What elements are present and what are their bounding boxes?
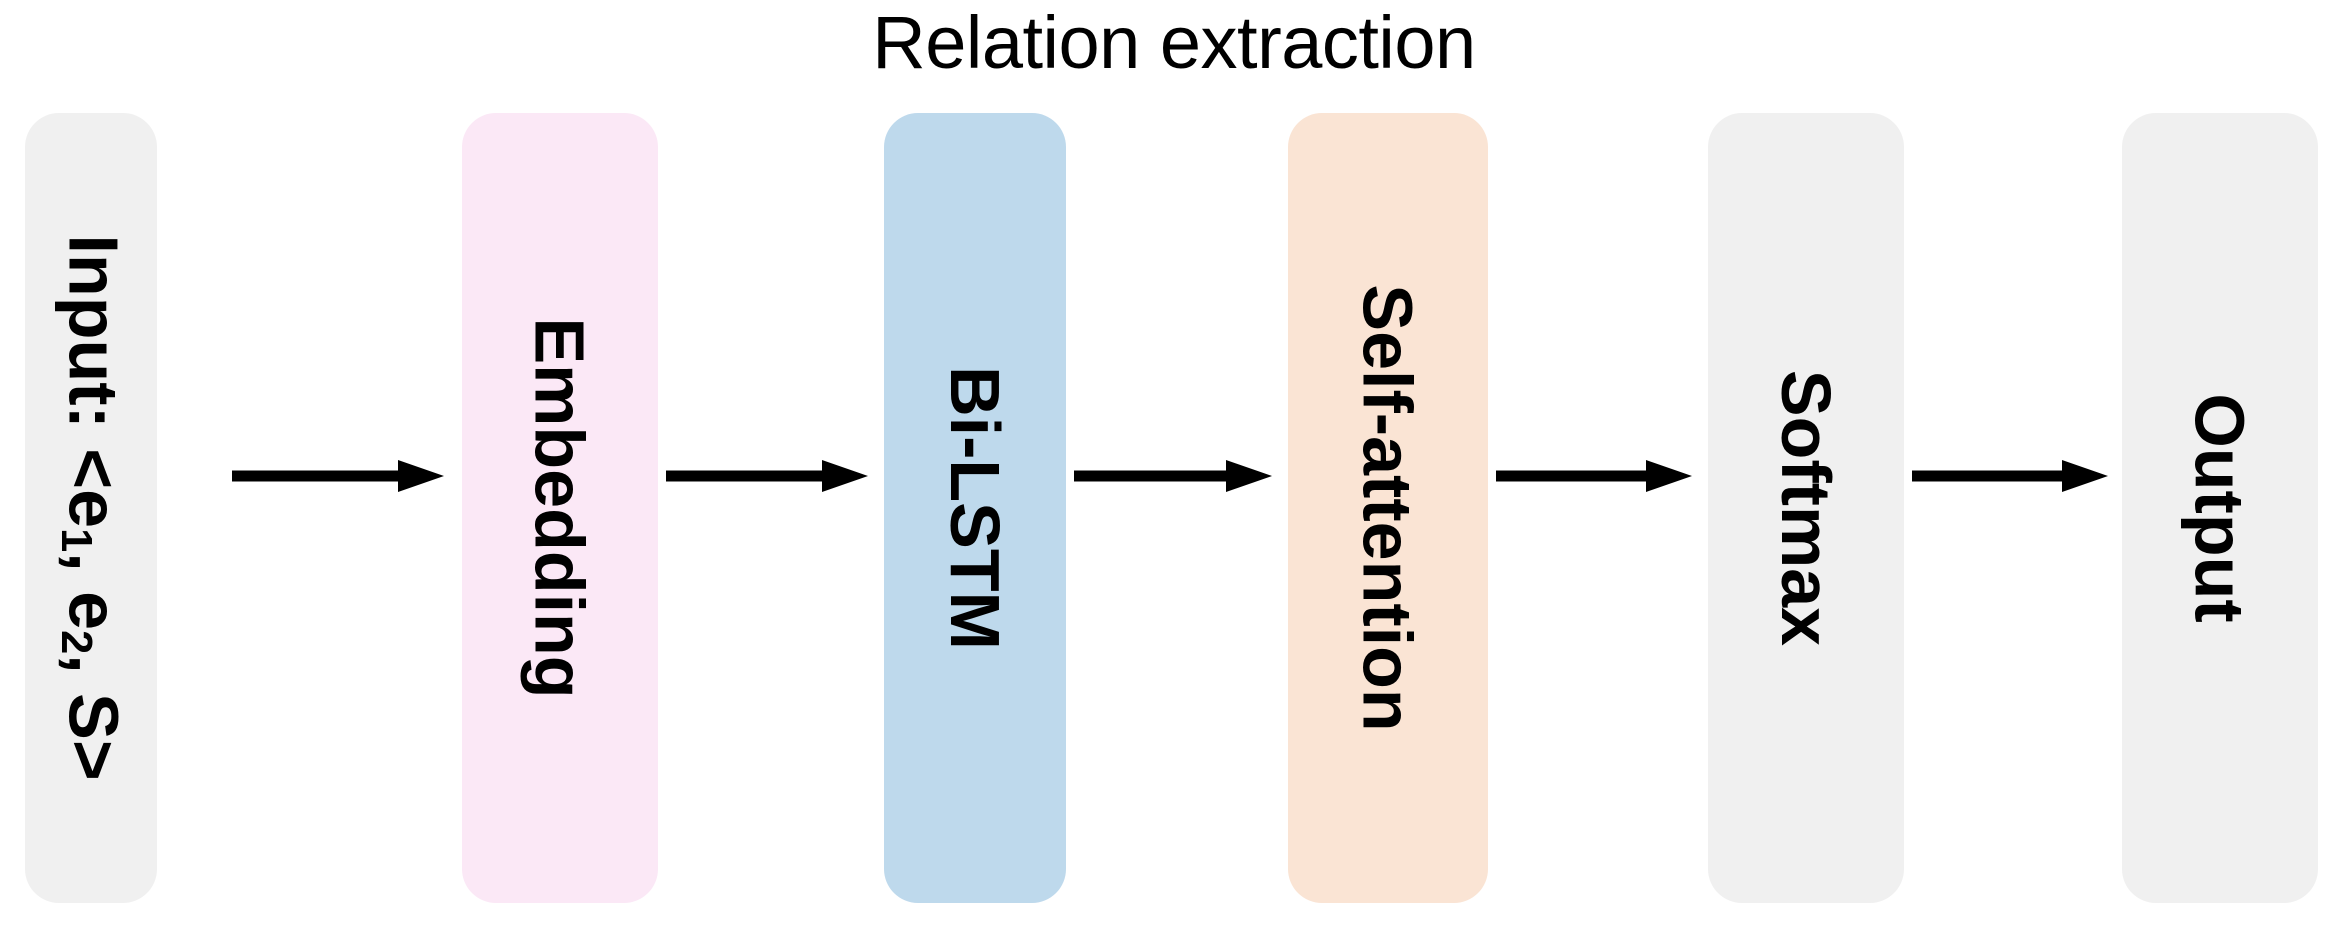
- arrow-right-icon: [1496, 460, 1692, 492]
- arrow-bilstm-to-selfattention: [1074, 456, 1272, 496]
- arrow-right-icon: [1074, 460, 1272, 492]
- arrow-input-to-embedding: [232, 456, 444, 496]
- stage-label-self-attention: Self-attention: [1349, 284, 1427, 732]
- stage-box-output[interactable]: Output: [2122, 113, 2318, 903]
- arrow-embedding-to-bilstm: [666, 456, 868, 496]
- stage-label-wrap-self-attention: Self-attention: [1288, 113, 1488, 903]
- stage-box-bi-lstm[interactable]: Bi-LSTM: [884, 113, 1066, 903]
- stage-label-input-mid: , e: [54, 552, 133, 631]
- stage-label-input-sub1: 1: [51, 528, 100, 553]
- pipeline-row: Input: <e1, e2, S> Embedding: [0, 113, 2348, 903]
- stage-label-softmax: Softmax: [1767, 369, 1846, 647]
- page-title: Relation extraction: [872, 1, 1476, 84]
- stage-box-self-attention[interactable]: Self-attention: [1288, 113, 1488, 903]
- stage-label-input-prefix: Input: <e: [54, 234, 133, 529]
- stage-box-softmax[interactable]: Softmax: [1708, 113, 1904, 903]
- stage-label-wrap-embedding: Embedding: [462, 113, 658, 903]
- stage-label-input-sub2: 2: [51, 630, 100, 655]
- stage-label-embedding: Embedding: [521, 317, 600, 699]
- stage-label-output: Output: [2181, 393, 2260, 623]
- stage-label-wrap-output: Output: [2122, 113, 2318, 903]
- stage-label-wrap-input: Input: <e1, e2, S>: [25, 113, 157, 903]
- stage-label-wrap-softmax: Softmax: [1708, 113, 1904, 903]
- arrow-softmax-to-output: [1912, 456, 2108, 496]
- arrow-right-icon: [666, 460, 868, 492]
- stage-label-input: Input: <e1, e2, S>: [51, 235, 133, 781]
- stage-label-bi-lstm: Bi-LSTM: [936, 366, 1015, 650]
- stage-box-embedding[interactable]: Embedding: [462, 113, 658, 903]
- arrow-selfattention-to-softmax: [1496, 456, 1692, 496]
- stage-box-input[interactable]: Input: <e1, e2, S>: [25, 113, 157, 903]
- stage-label-wrap-bi-lstm: Bi-LSTM: [884, 113, 1066, 903]
- arrow-right-icon: [1912, 460, 2108, 492]
- arrow-right-icon: [232, 460, 444, 492]
- stage-label-input-suffix: , S>: [54, 654, 133, 782]
